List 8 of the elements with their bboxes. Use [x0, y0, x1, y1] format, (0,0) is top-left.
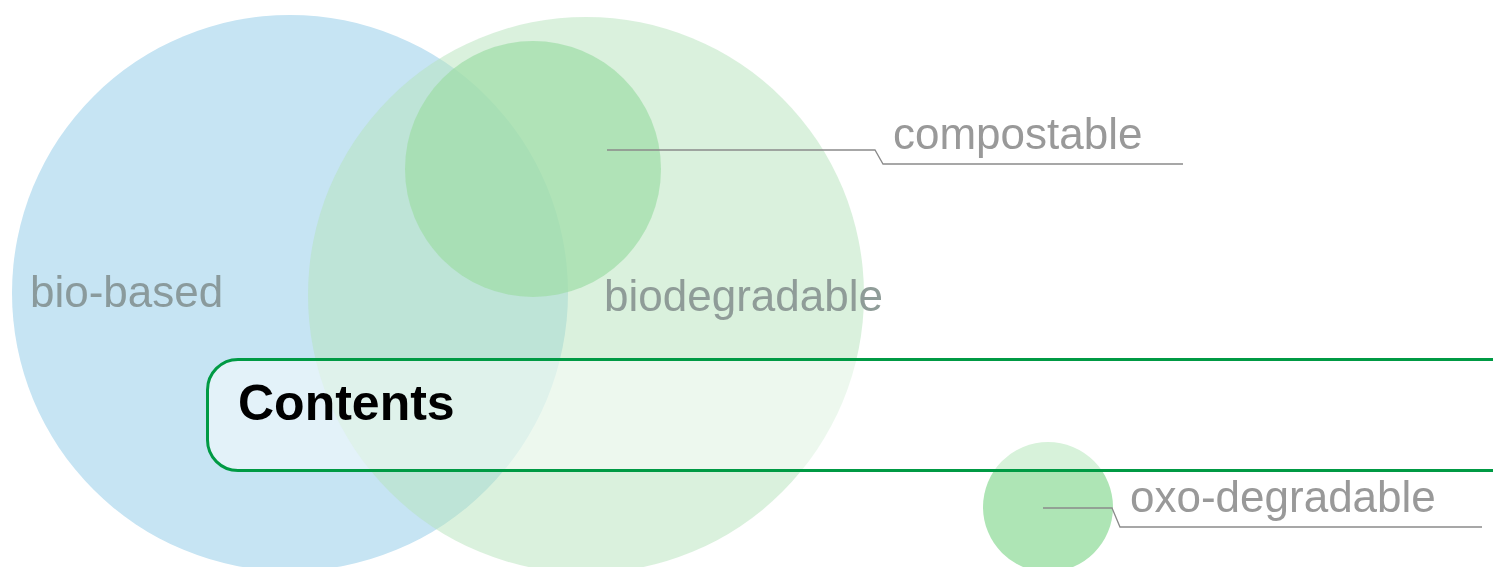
leader-line — [606, 149, 1184, 165]
leader-line — [1042, 507, 1483, 528]
callout-label: compostable — [893, 112, 1143, 156]
circle-label: biodegradable — [604, 274, 883, 318]
banner-title: Contents — [238, 378, 455, 428]
callout-label: oxo-degradable — [1130, 475, 1436, 519]
banner-box — [206, 358, 1493, 472]
circle-label: bio-based — [30, 270, 224, 314]
